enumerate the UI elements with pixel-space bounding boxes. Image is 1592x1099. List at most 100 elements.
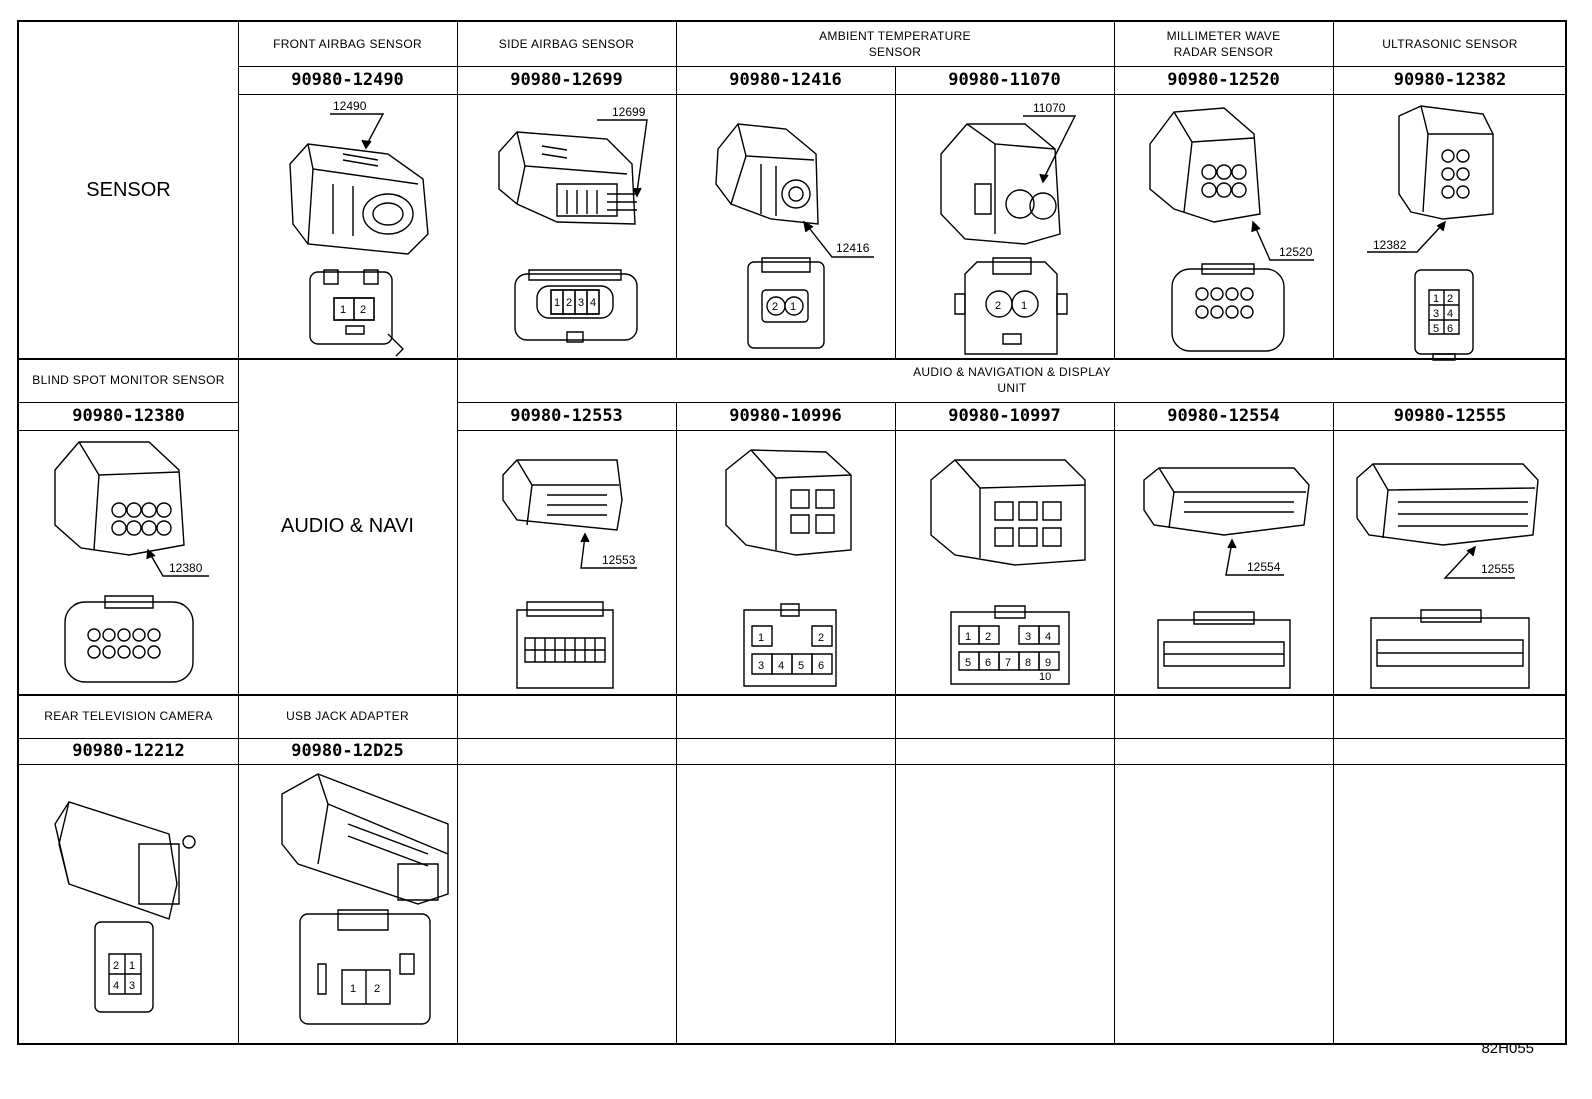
pin-10997-10: 10 [1039, 671, 1051, 683]
pin-10996-2: 2 [818, 632, 824, 644]
part-number-12d25: 90980-12D25 [291, 741, 404, 761]
grid-line [19, 738, 1567, 739]
row-label-sensor: SENSOR [86, 178, 171, 201]
pin-10997-7: 7 [1005, 657, 1011, 669]
part-number-12555: 90980-12555 [1393, 406, 1507, 426]
pin-12490-1: 1 [340, 304, 346, 316]
pin-12d25-1: 1 [350, 983, 356, 995]
grid-line [1333, 22, 1334, 358]
pin-12416-2: 2 [772, 301, 778, 313]
pin-11070-2: 2 [995, 300, 1001, 312]
grid-line [238, 694, 239, 1045]
part-number-11070: 90980-11070 [948, 70, 1061, 90]
title-millimeter-wave-radar-sensor: MILLIMETER WAVE RADAR SENSOR [1166, 28, 1281, 59]
pin-12382-1: 1 [1433, 293, 1439, 305]
grid-line [238, 22, 239, 358]
connector-drawing-11070: 11070 2 1 [941, 101, 1075, 354]
part-number-10997: 90980-10997 [948, 406, 1061, 426]
grid-line [457, 402, 1567, 403]
pin-10996-1: 1 [758, 632, 764, 644]
pin-10996-3: 3 [758, 660, 764, 672]
grid-line [1114, 402, 1115, 694]
grid-line [1114, 694, 1115, 1045]
grid-line [19, 694, 1567, 696]
pins-12520 [1196, 288, 1253, 318]
grid-line [238, 66, 1567, 67]
callout-12382: 12382 [1373, 238, 1407, 252]
callout-12380: 12380 [169, 561, 203, 575]
part-number-12212: 90980-12212 [72, 741, 185, 761]
grid-line [238, 94, 1567, 95]
pin-10997-9: 9 [1045, 657, 1051, 669]
part-number-12699: 90980-12699 [510, 70, 623, 90]
connector-drawing-12d25: 1 2 [282, 774, 448, 1024]
part-number-12553: 90980-12553 [510, 406, 623, 426]
pin-10997-1: 1 [965, 631, 971, 643]
grid-line [676, 22, 677, 358]
part-number-12382: 90980-12382 [1393, 70, 1507, 90]
pin-10996-4: 4 [778, 660, 784, 672]
figure-code: 82H055 [1481, 1040, 1534, 1057]
connector-drawing-12380: 12380 [55, 442, 209, 682]
pin-11070-1: 1 [1021, 300, 1027, 312]
part-number-12490: 90980-12490 [291, 70, 404, 90]
title-audio-navigation-display-unit: AUDIO & NAVIGATION & DISPLAY UNIT [913, 364, 1111, 395]
title-usb-jack-adapter: USB JACK ADAPTER [286, 708, 409, 723]
callout-12416: 12416 [836, 241, 870, 255]
pin-12212-4: 4 [113, 980, 119, 992]
pin-10997-2: 2 [985, 631, 991, 643]
pin-10997-3: 3 [1025, 631, 1031, 643]
title-ultrasonic-sensor: ULTRASONIC SENSOR [1382, 36, 1518, 51]
title-rear-television-camera: REAR TELEVISION CAMERA [44, 708, 213, 723]
pin-12382-3: 3 [1433, 308, 1439, 320]
grid-line [238, 358, 239, 694]
grid-line [1114, 22, 1115, 358]
connector-drawing-10996: 1 2 3 4 5 6 [726, 450, 851, 686]
connector-drawing-10997: 1 2 3 4 5 6 7 8 9 10 [931, 460, 1085, 684]
grid-line [19, 402, 238, 403]
connector-drawing-12699: 12699 1 2 3 4 [499, 105, 647, 342]
pin-12699-3: 3 [578, 297, 584, 309]
pin-12382-5: 5 [1433, 323, 1439, 335]
grid-line [457, 358, 458, 694]
pin-12382-6: 6 [1447, 323, 1453, 335]
title-side-airbag-sensor: SIDE AIRBAG SENSOR [498, 36, 635, 51]
grid-line [457, 694, 458, 1045]
pin-12d25-2: 2 [374, 983, 380, 995]
grid-line [676, 402, 677, 694]
connector-drawing-12382: 12382 1 2 3 4 5 6 [1367, 106, 1493, 360]
connector-drawing-12553: 12553 [503, 460, 637, 688]
title-ambient-temperature-sensor: AMBIENT TEMPERATURE SENSOR [819, 28, 971, 59]
grid-line [895, 402, 896, 694]
grid-line [19, 764, 1567, 765]
title-blind-spot-monitor-sensor: BLIND SPOT MONITOR SENSOR [32, 372, 225, 387]
grid-line [895, 66, 896, 358]
connector-drawing-12416: 12416 2 1 [716, 124, 874, 348]
grid-line [19, 430, 238, 431]
part-number-12520: 90980-12520 [1167, 70, 1280, 90]
grid-line [19, 358, 1567, 360]
pin-12416-1: 1 [790, 301, 796, 313]
callout-12490: 12490 [333, 99, 367, 113]
part-number-10996: 90980-10996 [729, 406, 842, 426]
pin-10997-8: 8 [1025, 657, 1031, 669]
grid-line [1333, 694, 1334, 1045]
pin-12212-2: 2 [113, 960, 119, 972]
title-front-airbag-sensor: FRONT AIRBAG SENSOR [273, 36, 422, 51]
pin-10996-6: 6 [818, 660, 824, 672]
connector-drawings: 12490 1 2 12699 [19, 99, 1567, 1045]
pin-10997-6: 6 [985, 657, 991, 669]
grid-line [457, 430, 1567, 431]
connector-drawing-12490: 12490 1 2 [290, 99, 428, 356]
pin-12699-4: 4 [590, 297, 596, 309]
callout-12553: 12553 [602, 553, 636, 567]
part-number-12416: 90980-12416 [729, 70, 842, 90]
grid-line [1333, 402, 1334, 694]
callout-11070: 11070 [1033, 101, 1066, 115]
pin-10997-4: 4 [1045, 631, 1051, 643]
connector-table: SENSOR FRONT AIRBAG SENSOR SIDE AIRBAG S… [17, 20, 1567, 1045]
callout-12520: 12520 [1279, 245, 1313, 259]
grid-line [457, 22, 458, 358]
pin-12382-4: 4 [1447, 308, 1453, 320]
row-label-audio-navi: AUDIO & NAVI [281, 514, 414, 537]
